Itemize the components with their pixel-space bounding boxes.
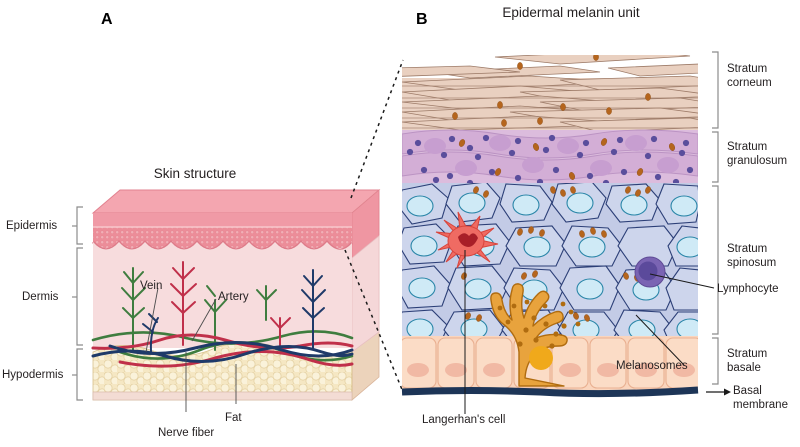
label-stratum-spinosum: Stratum spinosum (727, 243, 777, 269)
panel-a-title: Skin structure (153, 166, 237, 181)
bracket-stratum-basale (712, 337, 719, 385)
arrow-basal-membrane (706, 388, 731, 396)
label-stratum-basale: Stratum basale (727, 348, 768, 374)
stratum-basale-layer (402, 283, 698, 392)
melanocyte-cell (490, 283, 581, 387)
label-dermis: Dermis (22, 291, 59, 303)
bracket-stratum-spinosum (712, 185, 719, 335)
stratum-granulosum-layer (402, 129, 698, 186)
label-stratum-corneum: Stratum corneum (727, 63, 772, 89)
label-epidermis: Epidermis (6, 220, 58, 232)
label-fat: Fat (225, 412, 242, 424)
basal-membrane-line (401, 386, 699, 398)
label-hypodermis: Hypodermis (2, 369, 64, 381)
leader-vein (145, 287, 159, 353)
zoom-connector-lines (344, 59, 404, 393)
leader-artery (191, 298, 217, 342)
leader-lymphocyte (649, 273, 715, 289)
bracket-stratum-granulosum (712, 131, 719, 183)
label-langerhans-cell: Langerhan's cell (422, 414, 506, 426)
label-stratum-granulosum: Stratum granulosum (727, 141, 788, 167)
panel-b-epidermal-melanin-unit (401, 51, 731, 414)
leader-melanosomes (635, 314, 685, 366)
label-artery: Artery (218, 291, 249, 303)
panel-letter-b: B (416, 11, 428, 28)
bracket-stratum-corneum (712, 51, 719, 129)
label-vein: Vein (140, 280, 163, 292)
label-basal-membrane: Basal membrane (733, 385, 788, 411)
langerhans-cell (435, 211, 499, 269)
panel-a-skin-block (72, 189, 381, 412)
bracket-hypodermis (76, 348, 83, 401)
stratum-spinosum-layer (402, 183, 698, 338)
label-nerve-fiber: Nerve fiber (158, 427, 215, 439)
panel-letter-a: A (101, 11, 113, 28)
bracket-epidermis (76, 206, 83, 245)
lymphocyte-cell (634, 256, 666, 288)
bracket-dermis (76, 247, 83, 346)
stratum-corneum-layer (402, 55, 698, 130)
panel-b-title: Epidermal melanin unit (502, 5, 640, 20)
label-melanosomes: Melanosomes (616, 360, 688, 372)
label-lymphocyte: Lymphocyte (717, 283, 779, 295)
